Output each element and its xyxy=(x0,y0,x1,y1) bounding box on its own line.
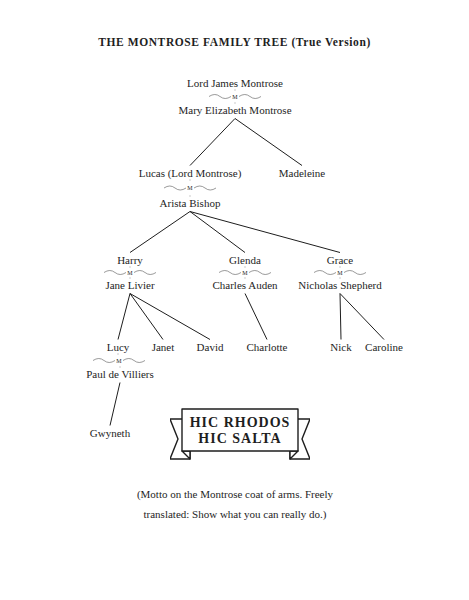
marriage-mark: M xyxy=(116,358,121,364)
marriage-mark: M xyxy=(337,270,342,276)
marriage-flourish xyxy=(219,267,271,279)
person-name: Lucy xyxy=(107,341,130,354)
marriage-connector xyxy=(93,354,145,368)
person-name: Paul de Villiers xyxy=(86,368,154,381)
person-name: Charlotte xyxy=(247,341,288,354)
descent-stroke xyxy=(130,212,190,253)
marriage-connector xyxy=(314,267,366,279)
descent-line xyxy=(118,294,130,340)
name-text: Madeleine xyxy=(279,167,325,180)
person-name: Gwyneth xyxy=(90,427,130,440)
name-text: Nick xyxy=(330,341,351,354)
name-text: Caroline xyxy=(365,341,403,354)
marriage-flourish xyxy=(314,267,366,279)
descent-stroke xyxy=(340,294,384,340)
motto-text: HIC RHODOS HIC SALTA xyxy=(183,410,297,451)
motto-caption: (Motto on the Montrose coat of arms. Fre… xyxy=(84,484,386,524)
person-name: Jane Livier xyxy=(105,279,154,292)
person-name: Nicholas Shepherd xyxy=(298,279,381,292)
marriage-mark: M xyxy=(232,94,237,100)
descent-line xyxy=(245,294,267,340)
marriage-mark: M xyxy=(127,270,132,276)
name-text: Gwyneth xyxy=(90,427,130,440)
marriage-flourish xyxy=(104,267,156,279)
person-name: Lucas (Lord Montrose) xyxy=(139,167,242,180)
person-name: Harry xyxy=(117,254,143,267)
name-text: Harry xyxy=(117,254,143,267)
descent-line xyxy=(190,212,340,253)
descent-line xyxy=(110,383,120,426)
person-name: Lord James Montrose xyxy=(187,77,283,90)
name-text: Janet xyxy=(152,341,175,354)
name-text: Lucas (Lord Montrose) xyxy=(139,167,242,180)
person-name: David xyxy=(197,341,224,354)
diagram-title: THE MONTROSE FAMILY TREE (True Version) xyxy=(0,36,469,48)
person-name: Mary Elizabeth Montrose xyxy=(178,104,291,117)
marriage-mark: M xyxy=(242,270,247,276)
person-name: Janet xyxy=(152,341,175,354)
person-name: Madeleine xyxy=(279,167,325,180)
marriage-connector xyxy=(104,267,156,279)
name-text: Nicholas Shepherd xyxy=(298,279,381,292)
descent-stroke xyxy=(340,294,341,340)
person-name: Arista Bishop xyxy=(160,197,221,210)
descent-line xyxy=(340,294,384,340)
name-text: Charles Auden xyxy=(212,279,277,292)
marriage-flourish xyxy=(164,180,216,197)
marriage-connector xyxy=(219,267,271,279)
marriage-mark: M xyxy=(187,185,192,191)
name-text: Charlotte xyxy=(247,341,288,354)
descent-line xyxy=(235,119,302,166)
person-name: Caroline xyxy=(365,341,403,354)
descent-line xyxy=(340,294,341,340)
descent-stroke xyxy=(190,212,340,253)
marriage-flourish xyxy=(209,90,261,104)
name-text: Mary Elizabeth Montrose xyxy=(178,104,291,117)
name-text: Paul de Villiers xyxy=(86,368,154,381)
descent-line xyxy=(190,119,235,166)
descent-stroke xyxy=(245,294,267,340)
marriage-flourish xyxy=(93,354,145,368)
person-name: Charles Auden xyxy=(212,279,277,292)
person-name: Glenda xyxy=(229,254,261,267)
descent-stroke xyxy=(190,119,235,166)
descent-stroke xyxy=(190,212,245,253)
person-name: Nick xyxy=(330,341,351,354)
banner-part xyxy=(182,451,190,459)
descent-line xyxy=(130,212,190,253)
descent-stroke xyxy=(130,294,210,340)
descent-stroke xyxy=(110,383,120,426)
name-text: Lucy xyxy=(107,341,130,354)
name-text: Lord James Montrose xyxy=(187,77,283,90)
marriage-connector xyxy=(164,180,216,197)
descent-line xyxy=(190,212,245,253)
marriage-connector xyxy=(209,90,261,104)
name-text: Grace xyxy=(327,254,353,267)
descent-line xyxy=(130,294,163,340)
name-text: Jane Livier xyxy=(105,279,154,292)
name-text: David xyxy=(197,341,224,354)
descent-stroke xyxy=(118,294,130,340)
descent-line xyxy=(130,294,210,340)
name-text: Arista Bishop xyxy=(160,197,221,210)
person-name: Grace xyxy=(327,254,353,267)
name-text: Glenda xyxy=(229,254,261,267)
banner-part xyxy=(182,409,298,451)
banner-part xyxy=(290,451,298,459)
motto-banner: HIC RHODOS HIC SALTA xyxy=(170,405,310,461)
descent-stroke xyxy=(130,294,163,340)
descent-stroke xyxy=(235,119,302,166)
